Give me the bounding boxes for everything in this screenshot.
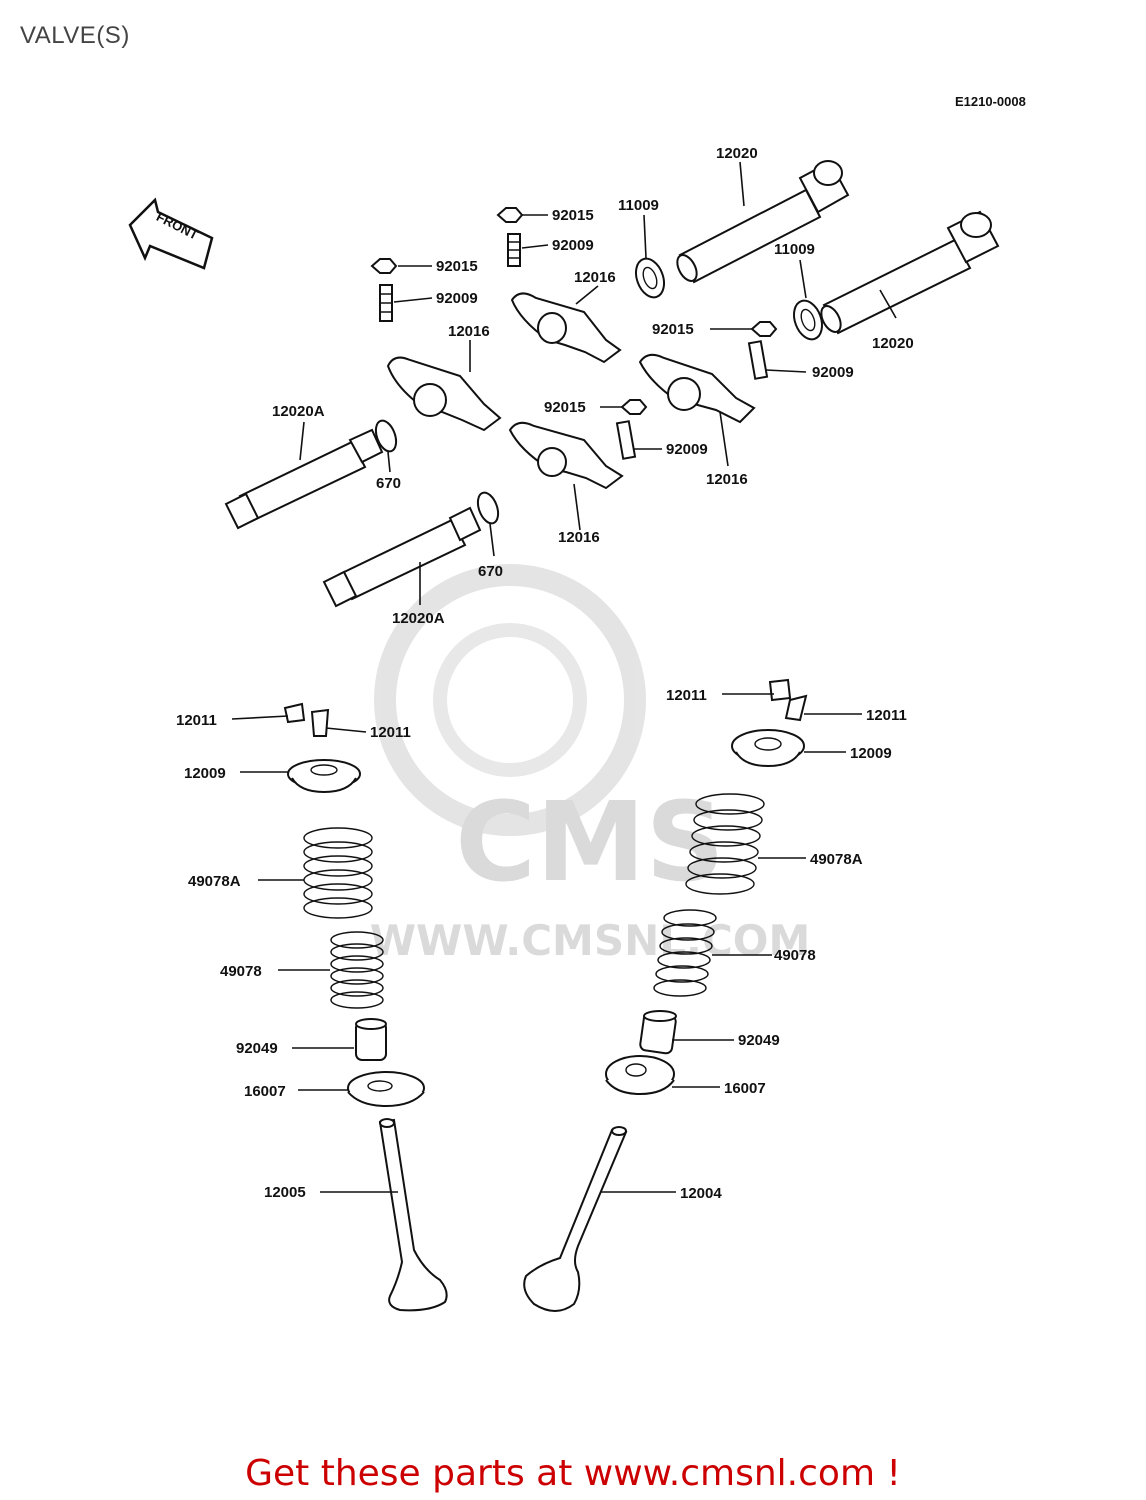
watermark-logo-text: CMS (455, 778, 724, 906)
label-92009: 92009 (666, 441, 708, 458)
leader-lines (231, 161, 897, 1193)
o-ring-670-a (374, 419, 398, 453)
spring-seat-16007-right (605, 1055, 675, 1096)
valve-12005 (378, 1118, 448, 1312)
label-92015: 92015 (652, 321, 694, 338)
page-title: VALVE(S) (20, 22, 130, 49)
rocker-arm-12016-d (508, 421, 624, 490)
rocker-arm-12016-a (386, 356, 502, 432)
label-11009: 11009 (618, 197, 659, 214)
part-labels: 12020 12020 11009 11009 92015 92009 9201… (176, 145, 914, 1202)
o-ring-670-b (476, 491, 500, 525)
label-49078A: 49078A (810, 851, 863, 868)
watermark: CMS WWW.CMSNL.COM (370, 564, 811, 965)
label-12020A: 12020A (392, 610, 445, 627)
screw-92009-c (747, 340, 769, 380)
label-12016: 12016 (448, 323, 490, 340)
label-12011: 12011 (370, 724, 411, 741)
rocker-shaft-12020-top (676, 160, 850, 284)
washer-11009-b (792, 299, 824, 341)
rocker-shaft-12020-right (820, 210, 1000, 335)
retainer-12009-left (287, 759, 361, 794)
label-12020A: 12020A (272, 403, 325, 420)
label-12009: 12009 (850, 745, 892, 762)
spring-49078-right (653, 909, 717, 997)
label-92015: 92015 (552, 207, 594, 224)
label-12020: 12020 (716, 145, 758, 162)
label-16007: 16007 (724, 1080, 766, 1097)
label-49078: 49078 (774, 947, 816, 964)
label-12016: 12016 (558, 529, 600, 546)
label-12016: 12016 (574, 269, 616, 286)
washer-11009-a (634, 257, 666, 299)
nut-92015-a (496, 207, 524, 223)
label-12020: 12020 (872, 335, 914, 352)
nut-92015-d (620, 399, 648, 415)
front-arrow-icon: FRONT (128, 197, 214, 270)
label-92015: 92015 (436, 258, 478, 275)
oil-seal-92049-left (355, 1018, 387, 1061)
label-92015: 92015 (544, 399, 586, 416)
label-12009: 12009 (184, 765, 226, 782)
diagram-code: E1210-0008 (955, 94, 1026, 109)
label-16007: 16007 (244, 1083, 286, 1100)
nut-92015-c (750, 321, 778, 337)
label-12011: 12011 (866, 707, 907, 724)
label-92049: 92049 (738, 1032, 780, 1049)
screw-92009-a (507, 233, 521, 267)
rocker-arm-12016-b (510, 292, 622, 364)
label-12011: 12011 (176, 712, 217, 729)
rocker-shaft-12020A-b (322, 506, 482, 608)
label-11009: 11009 (774, 241, 815, 258)
screw-92009-b (379, 284, 393, 322)
spring-49078A-left (303, 827, 373, 919)
label-12005: 12005 (264, 1184, 306, 1201)
retainer-12009-right (731, 729, 805, 768)
label-670: 670 (478, 563, 503, 580)
label-49078: 49078 (220, 963, 262, 980)
screw-92009-d (615, 420, 637, 460)
spring-49078A-right (685, 793, 765, 895)
label-92009: 92009 (812, 364, 854, 381)
label-92049: 92049 (236, 1040, 278, 1057)
collet-12011-right (768, 678, 808, 722)
label-92009: 92009 (552, 237, 594, 254)
label-92009: 92009 (436, 290, 478, 307)
spring-49078-left (330, 931, 384, 1009)
spring-seat-16007-left (347, 1071, 425, 1108)
label-12011: 12011 (666, 687, 707, 704)
label-12004: 12004 (680, 1185, 722, 1202)
watermark-url: WWW.CMSNL.COM (370, 916, 811, 965)
label-12016: 12016 (706, 471, 748, 488)
collet-12011-left (283, 702, 330, 737)
rocker-shaft-12020A-a (224, 428, 384, 530)
valve-12004 (523, 1126, 628, 1312)
oil-seal-92049-right (639, 1010, 677, 1055)
nut-92015-b (370, 258, 398, 274)
footer-cta-link[interactable]: Get these parts at www.cmsnl.com ! (245, 1453, 901, 1494)
label-49078A: 49078A (188, 873, 241, 890)
watermark-logo-ring (374, 564, 646, 836)
label-670: 670 (376, 475, 401, 492)
rocker-arm-12016-c (638, 353, 756, 424)
